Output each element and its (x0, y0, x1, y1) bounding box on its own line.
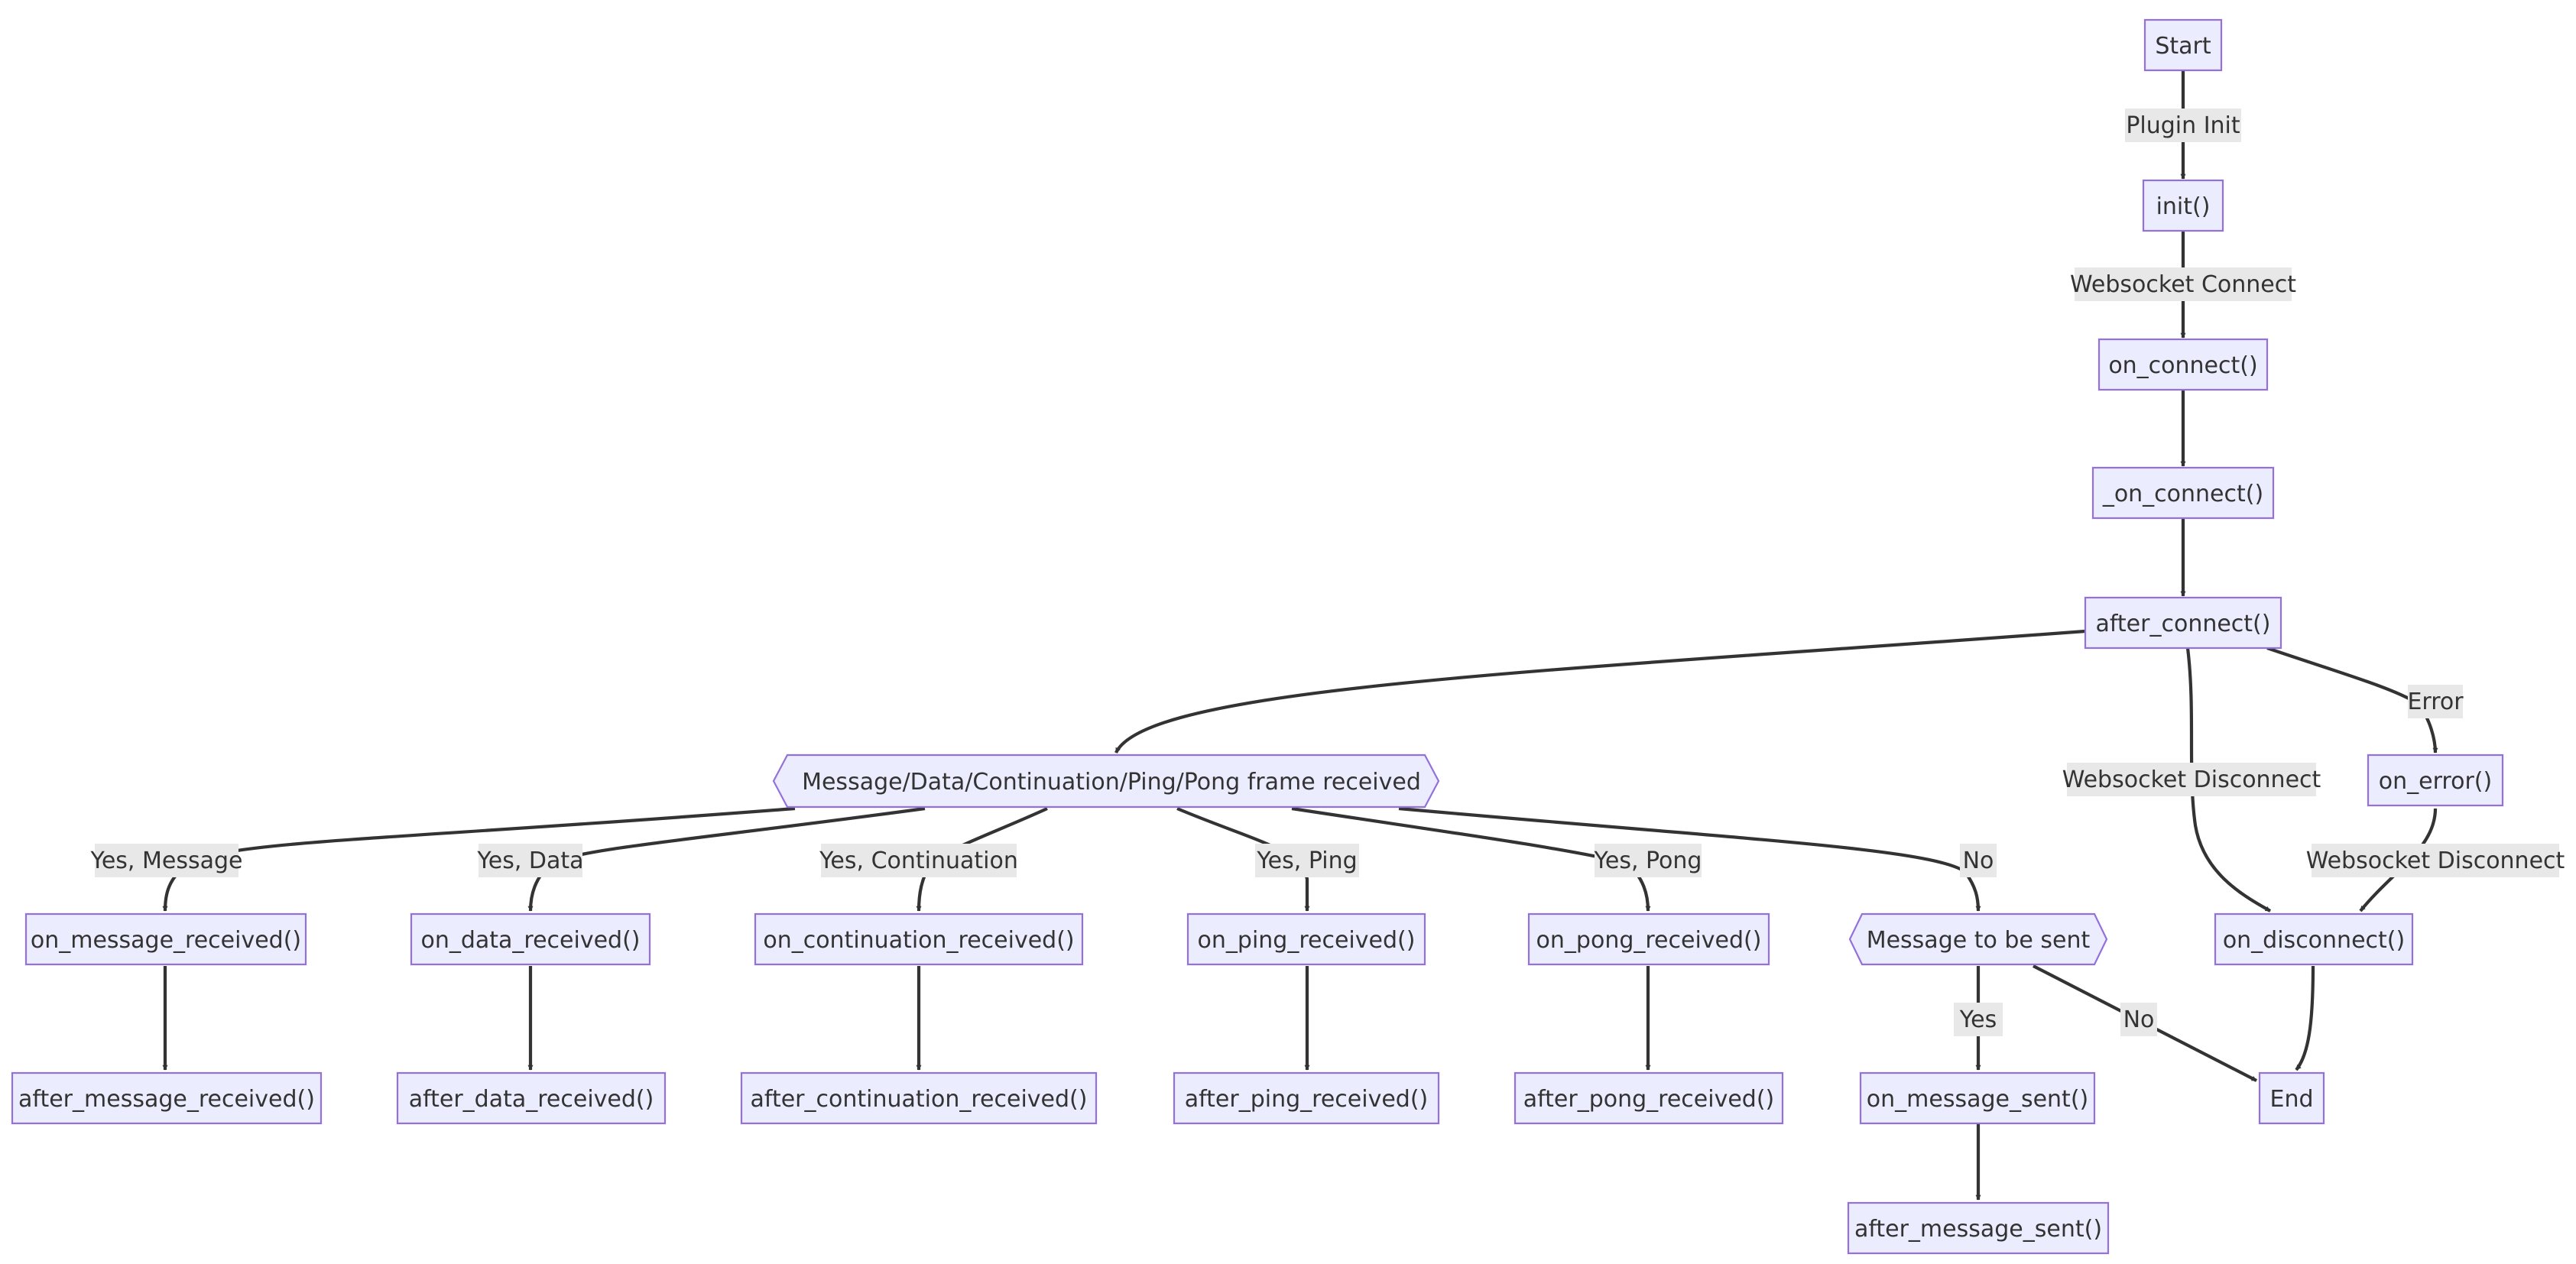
svg-text:Websocket Disconnect: Websocket Disconnect (2306, 848, 2565, 874)
svg-text:on_message_sent(): on_message_sent() (1867, 1086, 2088, 1113)
node-message-to-be-sent: Message to be sent (1848, 912, 2108, 966)
svg-text:Yes: Yes (1959, 1006, 1997, 1033)
node-after-message-received: after_message_received() (11, 1071, 323, 1125)
svg-text:on_disconnect(): on_disconnect() (2223, 927, 2405, 954)
svg-text:on_connect(): on_connect() (2108, 352, 2257, 379)
edge-frame-to-on-pong-received (1291, 806, 1651, 912)
node-after-continuation-received: after_continuation_received() (740, 1071, 1098, 1125)
edge-label-yes-send: Yes (1954, 1003, 2003, 1036)
edge-after-connect-on-disconnect (2185, 647, 2272, 912)
svg-text:after_connect(): after_connect() (2096, 611, 2271, 637)
node-on-continuation-received: on_continuation_received() (754, 912, 1084, 966)
node-init: init() (2142, 179, 2224, 232)
edge-label-websocket-disconnect-main: Websocket Disconnect (2062, 763, 2321, 796)
svg-text:Yes, Continuation: Yes, Continuation (819, 848, 1018, 874)
svg-text:Yes, Ping: Yes, Ping (1256, 848, 1357, 874)
svg-text:on_ping_received(): on_ping_received() (1198, 927, 1416, 954)
edge-label-no-send: No (2120, 1003, 2157, 1036)
edge-on-disconnect-end (2295, 965, 2315, 1071)
svg-text:Message to be sent: Message to be sent (1867, 927, 2091, 954)
svg-text:Yes, Data: Yes, Data (476, 848, 583, 874)
svg-text:Websocket Connect: Websocket Connect (2070, 271, 2296, 298)
svg-text:after_ping_received(): after_ping_received() (1185, 1086, 1429, 1113)
edge-label-yes-message: Yes, Message (90, 844, 243, 877)
edge-label-yes-ping: Yes, Ping (1255, 844, 1359, 877)
node-_on-connect: _on_connect() (2091, 466, 2275, 520)
edge-label-error: Error (2407, 685, 2464, 718)
svg-text:No: No (1963, 848, 1994, 874)
node-end: End (2258, 1071, 2325, 1125)
svg-text:init(): init() (2156, 193, 2211, 220)
node-on-disconnect: on_disconnect() (2214, 912, 2414, 966)
svg-text:on_message_received(): on_message_received() (31, 927, 301, 954)
node-after-ping-received: after_ping_received() (1173, 1071, 1440, 1125)
svg-text:Yes, Message: Yes, Message (90, 848, 243, 874)
svg-text:after_pong_received(): after_pong_received() (1523, 1086, 1775, 1113)
edge-after-connect-on-error (2266, 647, 2438, 754)
svg-text:on_pong_received(): on_pong_received() (1536, 927, 1762, 954)
node-on-ping-received: on_ping_received() (1186, 912, 1426, 966)
edge-label-plugin-init: Plugin Init (2125, 109, 2241, 142)
svg-text:End: End (2269, 1086, 2313, 1113)
svg-text:after_message_received(): after_message_received() (18, 1086, 315, 1113)
svg-text:after_message_sent(): after_message_sent() (1854, 1216, 2102, 1243)
node-frame-received: Message/Data/Continuation/Ping/Pong fram… (772, 754, 1440, 809)
edge-label-websocket-disconnect-error: Websocket Disconnect (2306, 844, 2565, 877)
node-start: Start (2143, 18, 2223, 72)
svg-text:Message/Data/Continuation/Ping: Message/Data/Continuation/Ping/Pong fram… (802, 769, 1421, 796)
svg-text:after_data_received(): after_data_received() (409, 1086, 654, 1113)
node-after-data-received: after_data_received() (396, 1071, 667, 1125)
node-on-connect: on_connect() (2097, 338, 2269, 391)
node-after-pong-received: after_pong_received() (1513, 1071, 1784, 1125)
svg-text:on_error(): on_error() (2379, 768, 2492, 795)
edge-label-yes-continuation: Yes, Continuation (819, 844, 1018, 877)
svg-text:Error: Error (2407, 689, 2464, 715)
node-on-message-received: on_message_received() (24, 912, 307, 966)
edge-label-websocket-connect: Websocket Connect (2070, 267, 2296, 301)
svg-text:_on_connect(): _on_connect() (2102, 481, 2263, 507)
node-on-message-sent: on_message_sent() (1859, 1071, 2096, 1125)
node-on-pong-received: on_pong_received() (1527, 912, 1770, 966)
edge-label-yes-pong: Yes, Pong (1594, 844, 1702, 877)
edge-frame-to-on-data-received (527, 806, 926, 912)
edge-frame-to-on-message-received (162, 806, 796, 912)
svg-text:Start: Start (2155, 33, 2211, 60)
svg-text:on_continuation_received(): on_continuation_received() (763, 927, 1074, 954)
edge-label-yes-data: Yes, Data (476, 844, 584, 877)
node-on-error: on_error() (2367, 754, 2504, 807)
node-after-message-sent: after_message_sent() (1847, 1201, 2110, 1255)
svg-text:after_continuation_received(): after_continuation_received() (751, 1086, 1088, 1113)
svg-text:Websocket Disconnect: Websocket Disconnect (2062, 767, 2321, 793)
node-on-data-received: on_data_received() (410, 912, 651, 966)
edge-frame-to-message-to-be-sent (1398, 806, 1981, 912)
edge-label-no-frame: No (1960, 844, 1997, 877)
svg-text:Yes, Pong: Yes, Pong (1594, 848, 1702, 874)
edge-after-connect-frame-received (1114, 629, 2086, 754)
svg-text:Plugin Init: Plugin Init (2126, 112, 2240, 139)
svg-text:No: No (2123, 1006, 2155, 1033)
svg-text:on_data_received(): on_data_received() (420, 927, 640, 954)
node-after-connect: after_connect() (2084, 596, 2282, 650)
